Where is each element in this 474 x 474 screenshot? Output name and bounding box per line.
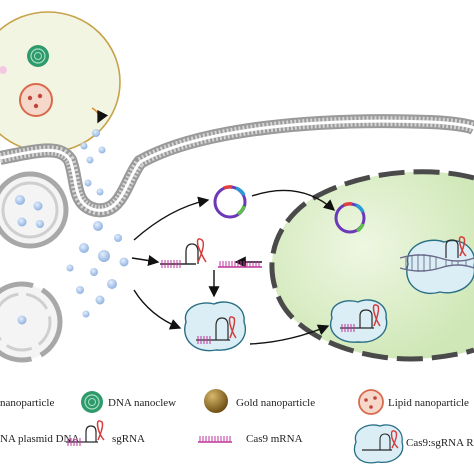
legend-plasmid-dna-label: NA plasmid DNA <box>0 433 80 445</box>
arrow-to-rnp <box>133 289 182 330</box>
gold-nanoparticle-icon <box>204 389 228 413</box>
rnp-nucleus <box>329 299 388 343</box>
arrow-to-plasmid <box>133 196 210 241</box>
lipid-nanoparticle-icon <box>358 389 384 415</box>
arrow-rnp-to-nucleus <box>249 324 330 345</box>
legend-gold-nanoparticle: Gold nanoparticle <box>204 389 315 413</box>
release-arrow <box>91 107 109 124</box>
endocytosed-vesicles <box>84 179 104 196</box>
legend-rnp: Cas9:sgRNA RN <box>353 424 474 464</box>
legend-sgrna: sgRNA <box>66 420 145 446</box>
legend-nanoparticle: nanoparticle <box>0 397 54 409</box>
arrow-to-sgrna <box>131 254 160 267</box>
legend-rnp-label: Cas9:sgRNA RN <box>406 437 474 449</box>
released-vesicles-top <box>80 129 106 164</box>
legend-dna-nanoclew-label: DNA nanoclew <box>108 397 176 409</box>
capsule-dna-nanoclew <box>27 45 49 67</box>
endosome-upper <box>0 171 69 249</box>
legend-gold-nanoparticle-label: Gold nanoparticle <box>236 397 315 409</box>
cas9-mrna-cytoplasm <box>218 261 262 268</box>
cell-membrane <box>0 114 474 218</box>
nucleus <box>269 169 474 362</box>
arrow-plasmid-to-nucleus <box>251 189 336 211</box>
legend-cas9-mrna: Cas9 mRNA <box>198 433 303 445</box>
sgrna-cytoplasm <box>160 238 207 268</box>
cas9-mrna-icon <box>198 436 232 443</box>
endosome-lower <box>0 281 63 363</box>
plasmid-cytoplasm <box>213 185 247 219</box>
plasmid-nucleus <box>334 202 366 234</box>
rnp-icon <box>353 424 404 464</box>
legend-plasmid-dna: NA plasmid DNA <box>0 433 80 445</box>
legend-sgrna-label: sgRNA <box>112 433 145 445</box>
legend-nanoparticle-label: nanoparticle <box>0 397 54 409</box>
capsule-lipid-nanoparticle <box>19 83 53 117</box>
sgrna-icon <box>66 420 105 446</box>
legend-lipid-nanoparticle-label: Lipid nanoparticle <box>388 397 469 409</box>
dna-nanoclew-icon <box>81 391 103 413</box>
escaped-particles <box>66 221 129 318</box>
legend-dna-nanoclew: DNA nanoclew <box>81 391 176 413</box>
nanocarrier-capsule <box>0 11 121 153</box>
rnp-genome-editing <box>399 236 474 294</box>
rnp-cytoplasm <box>184 301 247 352</box>
legend-lipid-nanoparticle: Lipid nanoparticle <box>358 389 469 415</box>
capsule-small-particle <box>0 66 7 74</box>
legend: nanoparticle DNA nanoclew Gold nanoparti… <box>0 389 474 464</box>
legend-cas9-mrna-label: Cas9 mRNA <box>246 433 303 445</box>
